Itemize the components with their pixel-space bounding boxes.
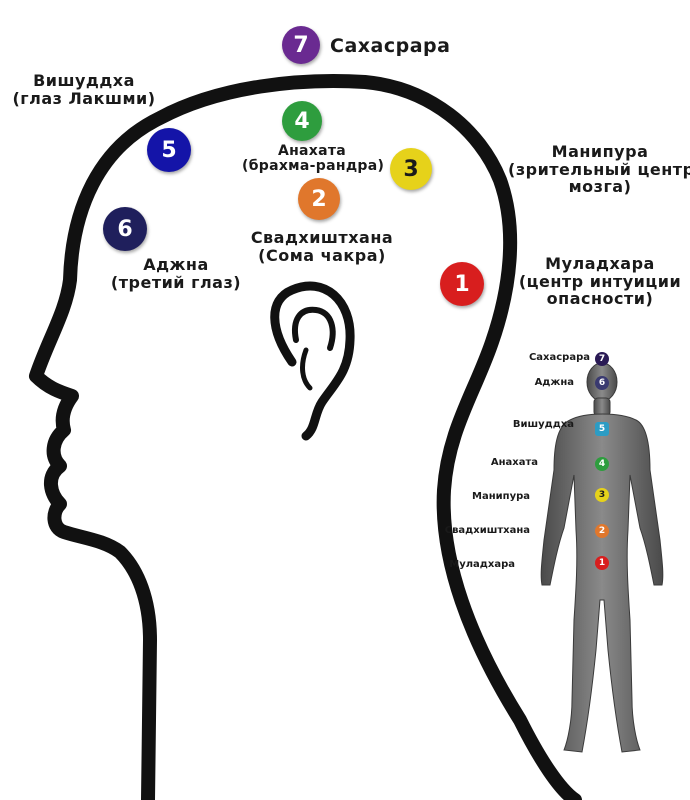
chakra-6-number: 6 — [117, 216, 133, 242]
chakra-2-label: Свадхиштхана (Сома чакра) — [250, 228, 394, 265]
chakra-3-label: Манипура (зрительный центр мозга) — [508, 142, 690, 197]
chakra-5-number: 5 — [161, 137, 177, 163]
body-chakra-5: 5 — [595, 422, 609, 436]
chakra-7-label: Сахасрара — [330, 35, 451, 57]
chakra-4-label: Анахата (брахма-рандра) — [242, 143, 385, 175]
body-label-5: Вишуддха — [512, 419, 574, 430]
body-label-1: Муладхара — [449, 559, 515, 570]
body-label-6: Аджна — [534, 377, 574, 388]
body-chakra-1: 1 — [595, 556, 609, 570]
body-chakra-3: 3 — [595, 488, 609, 502]
chakra-6-badge: 6 — [103, 207, 147, 251]
body-chakra-7: 7 — [595, 352, 609, 366]
body-chakra-2: 2 — [595, 524, 609, 538]
chakra-7-number: 7 — [293, 32, 309, 58]
chakra-3-badge: 3 — [390, 148, 432, 190]
body-chakra-6: 6 — [595, 376, 609, 390]
body-chakra-4: 4 — [595, 457, 609, 471]
chakra-4-number: 4 — [294, 108, 310, 134]
body-label-7: Сахасрара — [528, 352, 590, 363]
chakra-1-badge: 1 — [440, 262, 484, 306]
body-label-3: Манипура — [472, 491, 530, 502]
chakra-2-number: 2 — [311, 186, 327, 212]
body-label-2: Свадхиштхана — [444, 525, 530, 536]
body-label-4: Анахата — [490, 457, 538, 468]
chakra-3-number: 3 — [403, 156, 419, 182]
chakra-5-badge: 5 — [147, 128, 191, 172]
head-outline — [29, 74, 582, 800]
chakra-5-label: Вишуддха (глаз Лакшми) — [12, 71, 156, 108]
chakra-6-label: Аджна (третий глаз) — [110, 255, 242, 292]
chakra-1-label: Муладхара (центр интуиции опасности) — [518, 254, 682, 309]
chakra-2-badge: 2 — [298, 178, 340, 220]
ear — [270, 281, 355, 441]
chakra-7-badge: 7 — [282, 26, 320, 64]
chakra-1-number: 1 — [454, 271, 470, 297]
chakra-4-badge: 4 — [282, 101, 322, 141]
